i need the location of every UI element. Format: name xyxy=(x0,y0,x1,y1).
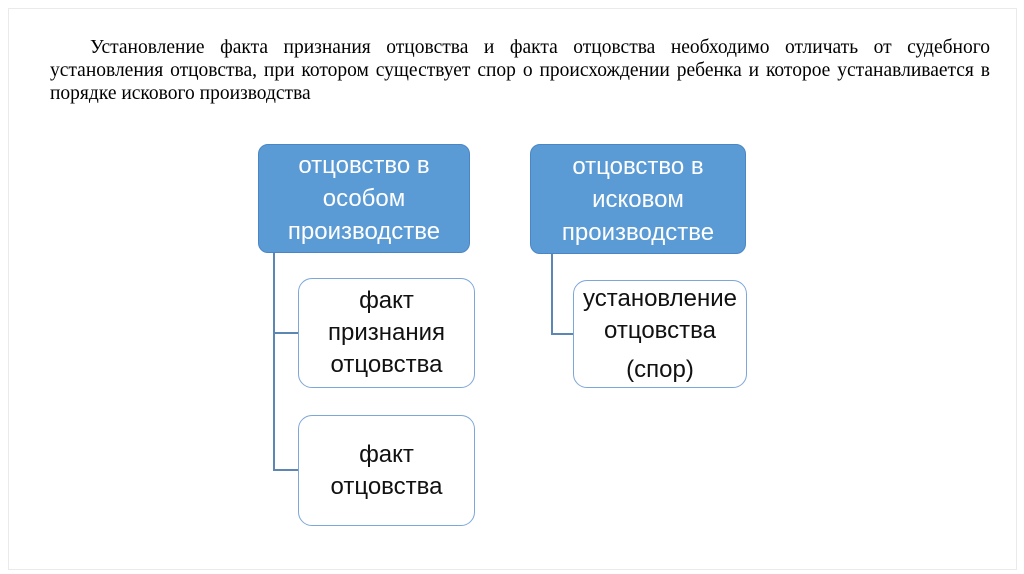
box-text-line: отцовства xyxy=(604,316,716,344)
connector-special-branch-acknowledgment xyxy=(273,332,298,334)
leaf-box-paternity-establishment: установление отцовства (спор) xyxy=(573,280,747,388)
box-text-line: отцовства xyxy=(330,472,443,500)
slide-frame xyxy=(8,8,1017,570)
connector-claim-branch xyxy=(551,333,573,335)
parent-box-claim-proceedings: отцовство в исковом производстве xyxy=(530,144,746,254)
box-text-line: производстве xyxy=(287,218,441,245)
box-text-line: установление xyxy=(583,284,737,312)
box-text-line: факт xyxy=(359,440,414,468)
connector-special-vertical xyxy=(273,253,275,471)
box-text-line: отцовство в xyxy=(298,152,430,179)
paragraph-line: установления отцовства, при котором суще… xyxy=(50,60,990,81)
paragraph-line: порядке искового производства xyxy=(50,83,311,104)
paragraph-line: Установление факта признания отцовства и… xyxy=(90,37,990,58)
leaf-box-fact-of-acknowledgment: факт признания отцовства xyxy=(298,278,475,388)
box-text-line: производстве xyxy=(561,218,715,246)
parent-box-special-proceedings: отцовство в особом производстве xyxy=(258,144,470,253)
box-text-line: признания xyxy=(327,319,445,346)
connector-claim-vertical xyxy=(551,254,553,335)
leaf-box-fact-of-paternity: факт отцовства xyxy=(298,415,475,526)
box-text-line: отцовства xyxy=(330,351,443,378)
box-text-line: особом xyxy=(322,185,406,212)
box-text-line: отцовство в xyxy=(572,152,704,180)
intro-paragraph: Установление факта признания отцовства и… xyxy=(50,36,990,105)
box-text-line: факт xyxy=(359,287,414,314)
connector-special-branch-fact xyxy=(273,469,298,471)
box-text-note: (спор) xyxy=(626,355,694,383)
box-text-line: исковом xyxy=(592,185,684,213)
